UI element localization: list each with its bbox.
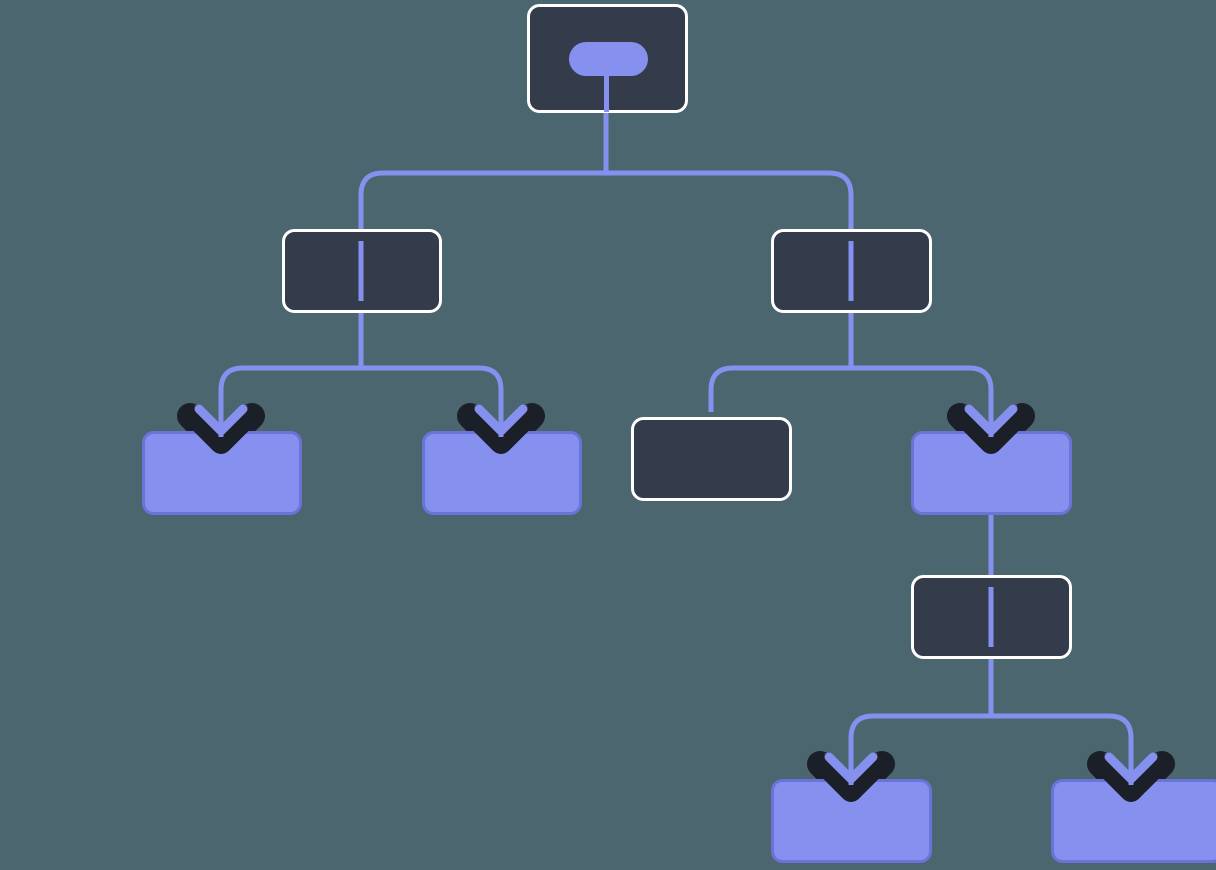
arrow-overlay-leaf-c-dark: [954, 406, 1028, 454]
node-root-pill: [569, 42, 648, 76]
node-level2-left[interactable]: [282, 229, 442, 313]
node-level2-left-inner-line: [358, 241, 364, 301]
node-dark-plain[interactable]: [631, 417, 792, 501]
edge-root-to-level2-left: [358, 112, 609, 229]
node-level2-right-inner-line: [848, 241, 854, 301]
edge-level2left-to-leaf-b: [361, 365, 504, 424]
edge-layer: [218, 112, 1134, 772]
node-level2-right[interactable]: [771, 229, 932, 313]
arrow-overlay-leaf-b: [464, 398, 538, 454]
arrow-overlay-leaf-d-dark: [814, 754, 888, 802]
arrow-overlay-leaf-e: [1094, 746, 1168, 802]
node-level4-dark-inner-line: [988, 587, 994, 647]
edge-root-to-level2-right: [606, 170, 854, 229]
edge-level2right-to-leaf-c: [851, 365, 994, 424]
node-level4-dark[interactable]: [911, 575, 1072, 659]
node-dark-plain-box[interactable]: [631, 417, 792, 501]
node-root[interactable]: [527, 4, 688, 113]
arrow-overlay-leaf-e-dark: [1094, 754, 1168, 802]
edge-level2left-to-leaf-a: [218, 313, 364, 424]
edge-level4-to-leaf-e: [991, 713, 1134, 772]
arrowhead-overlay-layer: [184, 398, 1168, 802]
arrow-overlay-leaf-a: [184, 398, 258, 454]
node-layer: [142, 4, 1216, 863]
arrow-overlay-leaf-b-dark: [464, 406, 538, 454]
arrow-overlay-leaf-d: [814, 746, 888, 802]
node-root-pill-stem: [604, 60, 609, 112]
edge-level2right-to-dark-plain: [708, 313, 854, 412]
edge-level4-to-leaf-d: [848, 659, 994, 772]
arrow-overlay-leaf-c: [954, 398, 1028, 454]
arrow-overlay-leaf-a-dark: [184, 406, 258, 454]
